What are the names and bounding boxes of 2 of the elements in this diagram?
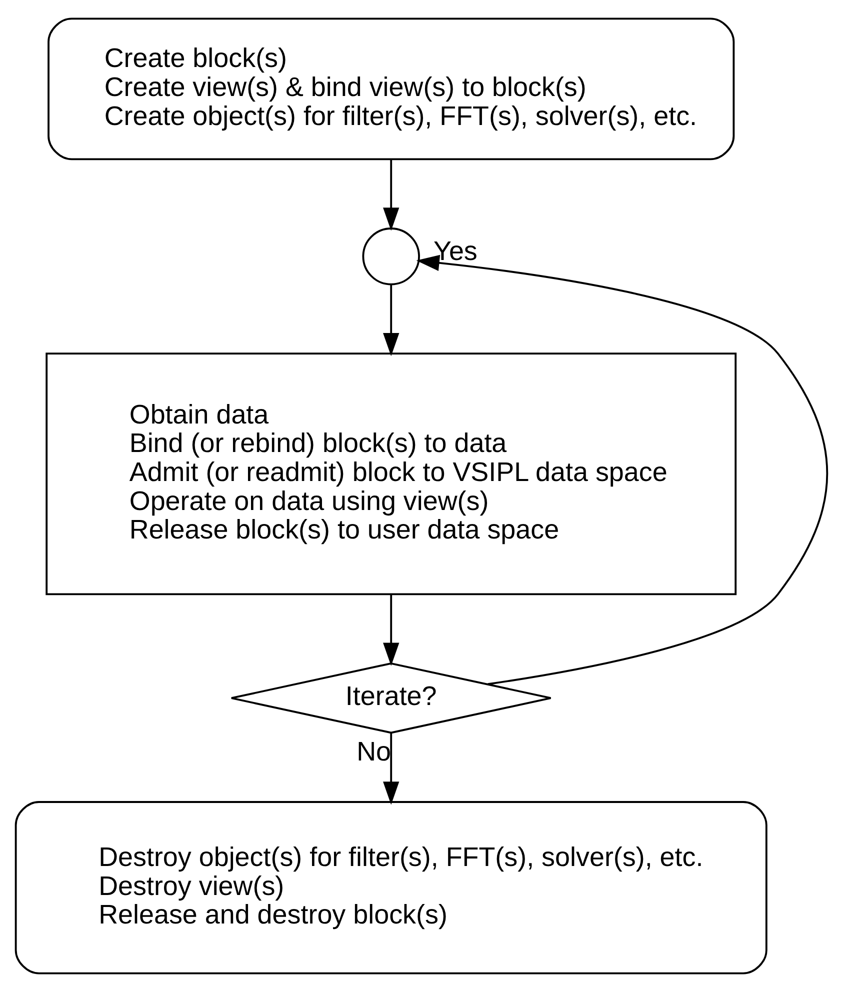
edge-label: No [356, 736, 392, 766]
edge-label: Yes [433, 236, 478, 266]
